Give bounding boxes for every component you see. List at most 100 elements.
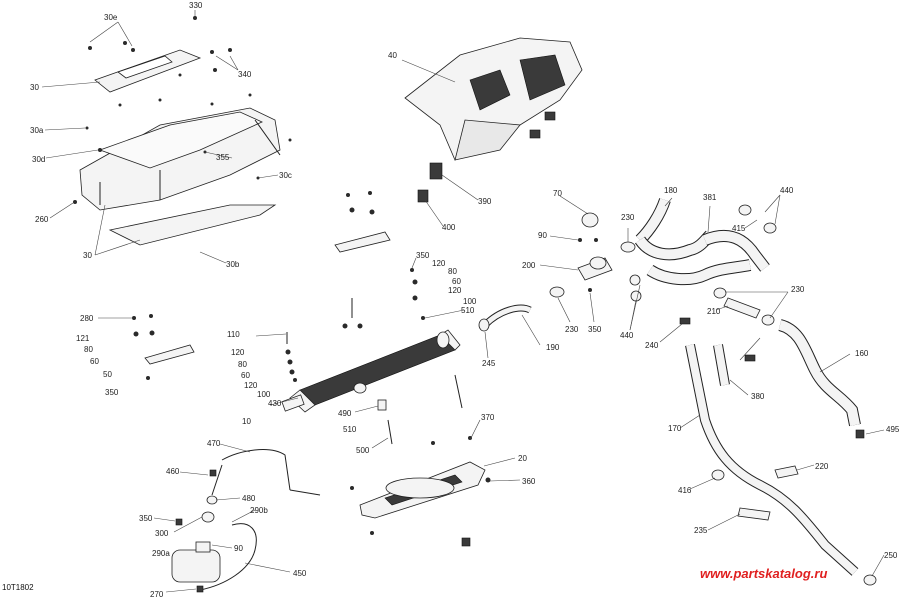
label-120-c: 120	[231, 348, 245, 357]
label-60-c: 60	[241, 371, 250, 380]
radiator-10	[281, 329, 461, 413]
thermostat-housing-200	[549, 212, 636, 298]
label-235: 235	[694, 526, 708, 535]
label-121: 121	[76, 334, 90, 343]
tank-hoses	[175, 449, 321, 593]
label-340: 340	[238, 70, 252, 79]
label-480: 480	[242, 494, 256, 503]
side-panel-40	[404, 37, 583, 161]
label-510-b: 510	[343, 425, 357, 434]
label-381: 381	[703, 193, 717, 202]
bracket-50	[132, 314, 195, 380]
pipe-380	[713, 344, 756, 386]
label-40: 40	[388, 51, 397, 60]
label-290a: 290a	[152, 549, 170, 558]
label-100-b: 100	[257, 390, 271, 399]
label-80-b: 80	[84, 345, 93, 354]
label-270: 270	[150, 590, 164, 599]
label-290b: 290b	[250, 506, 268, 515]
hose-160	[777, 319, 865, 439]
label-500: 500	[356, 446, 370, 455]
label-80-c: 80	[238, 360, 247, 369]
label-100-a: 100	[463, 297, 477, 306]
label-20: 20	[518, 454, 527, 463]
coolant-tank-290a	[171, 495, 221, 583]
bottom-plate-30b	[108, 204, 277, 246]
label-90-b: 90	[538, 231, 547, 240]
label-230-b: 230	[565, 325, 579, 334]
label-400: 400	[442, 223, 456, 232]
label-380: 380	[751, 392, 765, 401]
label-30d: 30d	[32, 155, 45, 164]
label-180: 180	[664, 186, 678, 195]
label-350-d: 350	[588, 325, 602, 334]
label-240: 240	[645, 341, 659, 350]
label-10: 10	[242, 417, 251, 426]
label-490: 490	[338, 409, 352, 418]
sensor-390-400	[417, 162, 443, 203]
label-350-c: 350	[139, 514, 153, 523]
label-440-a: 440	[780, 186, 794, 195]
fan-shroud-20	[350, 436, 491, 547]
label-60-b: 60	[90, 357, 99, 366]
cover-plate-30	[94, 49, 202, 93]
label-510-a: 510	[461, 306, 475, 315]
label-120-b: 120	[448, 286, 462, 295]
hose-381	[702, 230, 770, 272]
label-50: 50	[103, 370, 112, 379]
label-30b: 30b	[226, 260, 240, 269]
label-90-a: 90	[234, 544, 243, 553]
label-160: 160	[855, 349, 869, 358]
label-450: 450	[293, 569, 307, 578]
label-430: 430	[268, 399, 282, 408]
label-415: 415	[732, 224, 746, 233]
label-190: 190	[546, 343, 560, 352]
label-355: 355	[216, 153, 230, 162]
label-280: 280	[80, 314, 94, 323]
label-120-d: 120	[244, 381, 258, 390]
pipe-210	[723, 297, 761, 319]
label-460: 460	[166, 467, 180, 476]
clamps-440	[629, 204, 777, 326]
label-210: 210	[707, 307, 721, 316]
label-390: 390	[478, 197, 492, 206]
label-30-lower: 30	[83, 251, 92, 260]
label-30e: 30e	[104, 13, 118, 22]
label-350-a: 350	[416, 251, 430, 260]
label-30c: 30c	[279, 171, 292, 180]
label-60-a: 60	[452, 277, 461, 286]
label-330: 330	[189, 1, 203, 10]
frame-hardware	[73, 16, 292, 204]
label-370: 370	[481, 413, 495, 422]
watermark: www.partskatalog.ru	[700, 566, 827, 581]
label-300: 300	[155, 529, 169, 538]
label-416: 416	[678, 486, 692, 495]
label-360: 360	[522, 477, 536, 486]
leader-lines	[41, 10, 885, 593]
label-220: 220	[815, 462, 829, 471]
part-labels: 30e 330 340 30 30a 30d 355 30c 260 30 30…	[30, 1, 900, 599]
label-70: 70	[553, 189, 562, 198]
label-470: 470	[207, 439, 221, 448]
label-260: 260	[35, 215, 49, 224]
label-200: 200	[522, 261, 536, 270]
label-245: 245	[482, 359, 496, 368]
label-120-a: 120	[432, 259, 446, 268]
hose-190	[478, 304, 532, 332]
hardware-stack	[285, 332, 297, 382]
label-110: 110	[227, 330, 240, 339]
radiator-hardware	[342, 268, 463, 445]
label-495: 495	[886, 425, 900, 434]
label-80-a: 80	[448, 267, 457, 276]
label-30: 30	[30, 83, 39, 92]
label-30a: 30a	[30, 126, 44, 135]
label-230-c: 230	[791, 285, 805, 294]
diagram-code: 10T1802	[2, 583, 34, 592]
label-170: 170	[668, 424, 682, 433]
label-230-a: 230	[621, 213, 635, 222]
pipe-170	[685, 344, 877, 586]
label-350-b: 350	[105, 388, 119, 397]
label-250: 250	[884, 551, 898, 560]
label-440-b: 440	[620, 331, 634, 340]
